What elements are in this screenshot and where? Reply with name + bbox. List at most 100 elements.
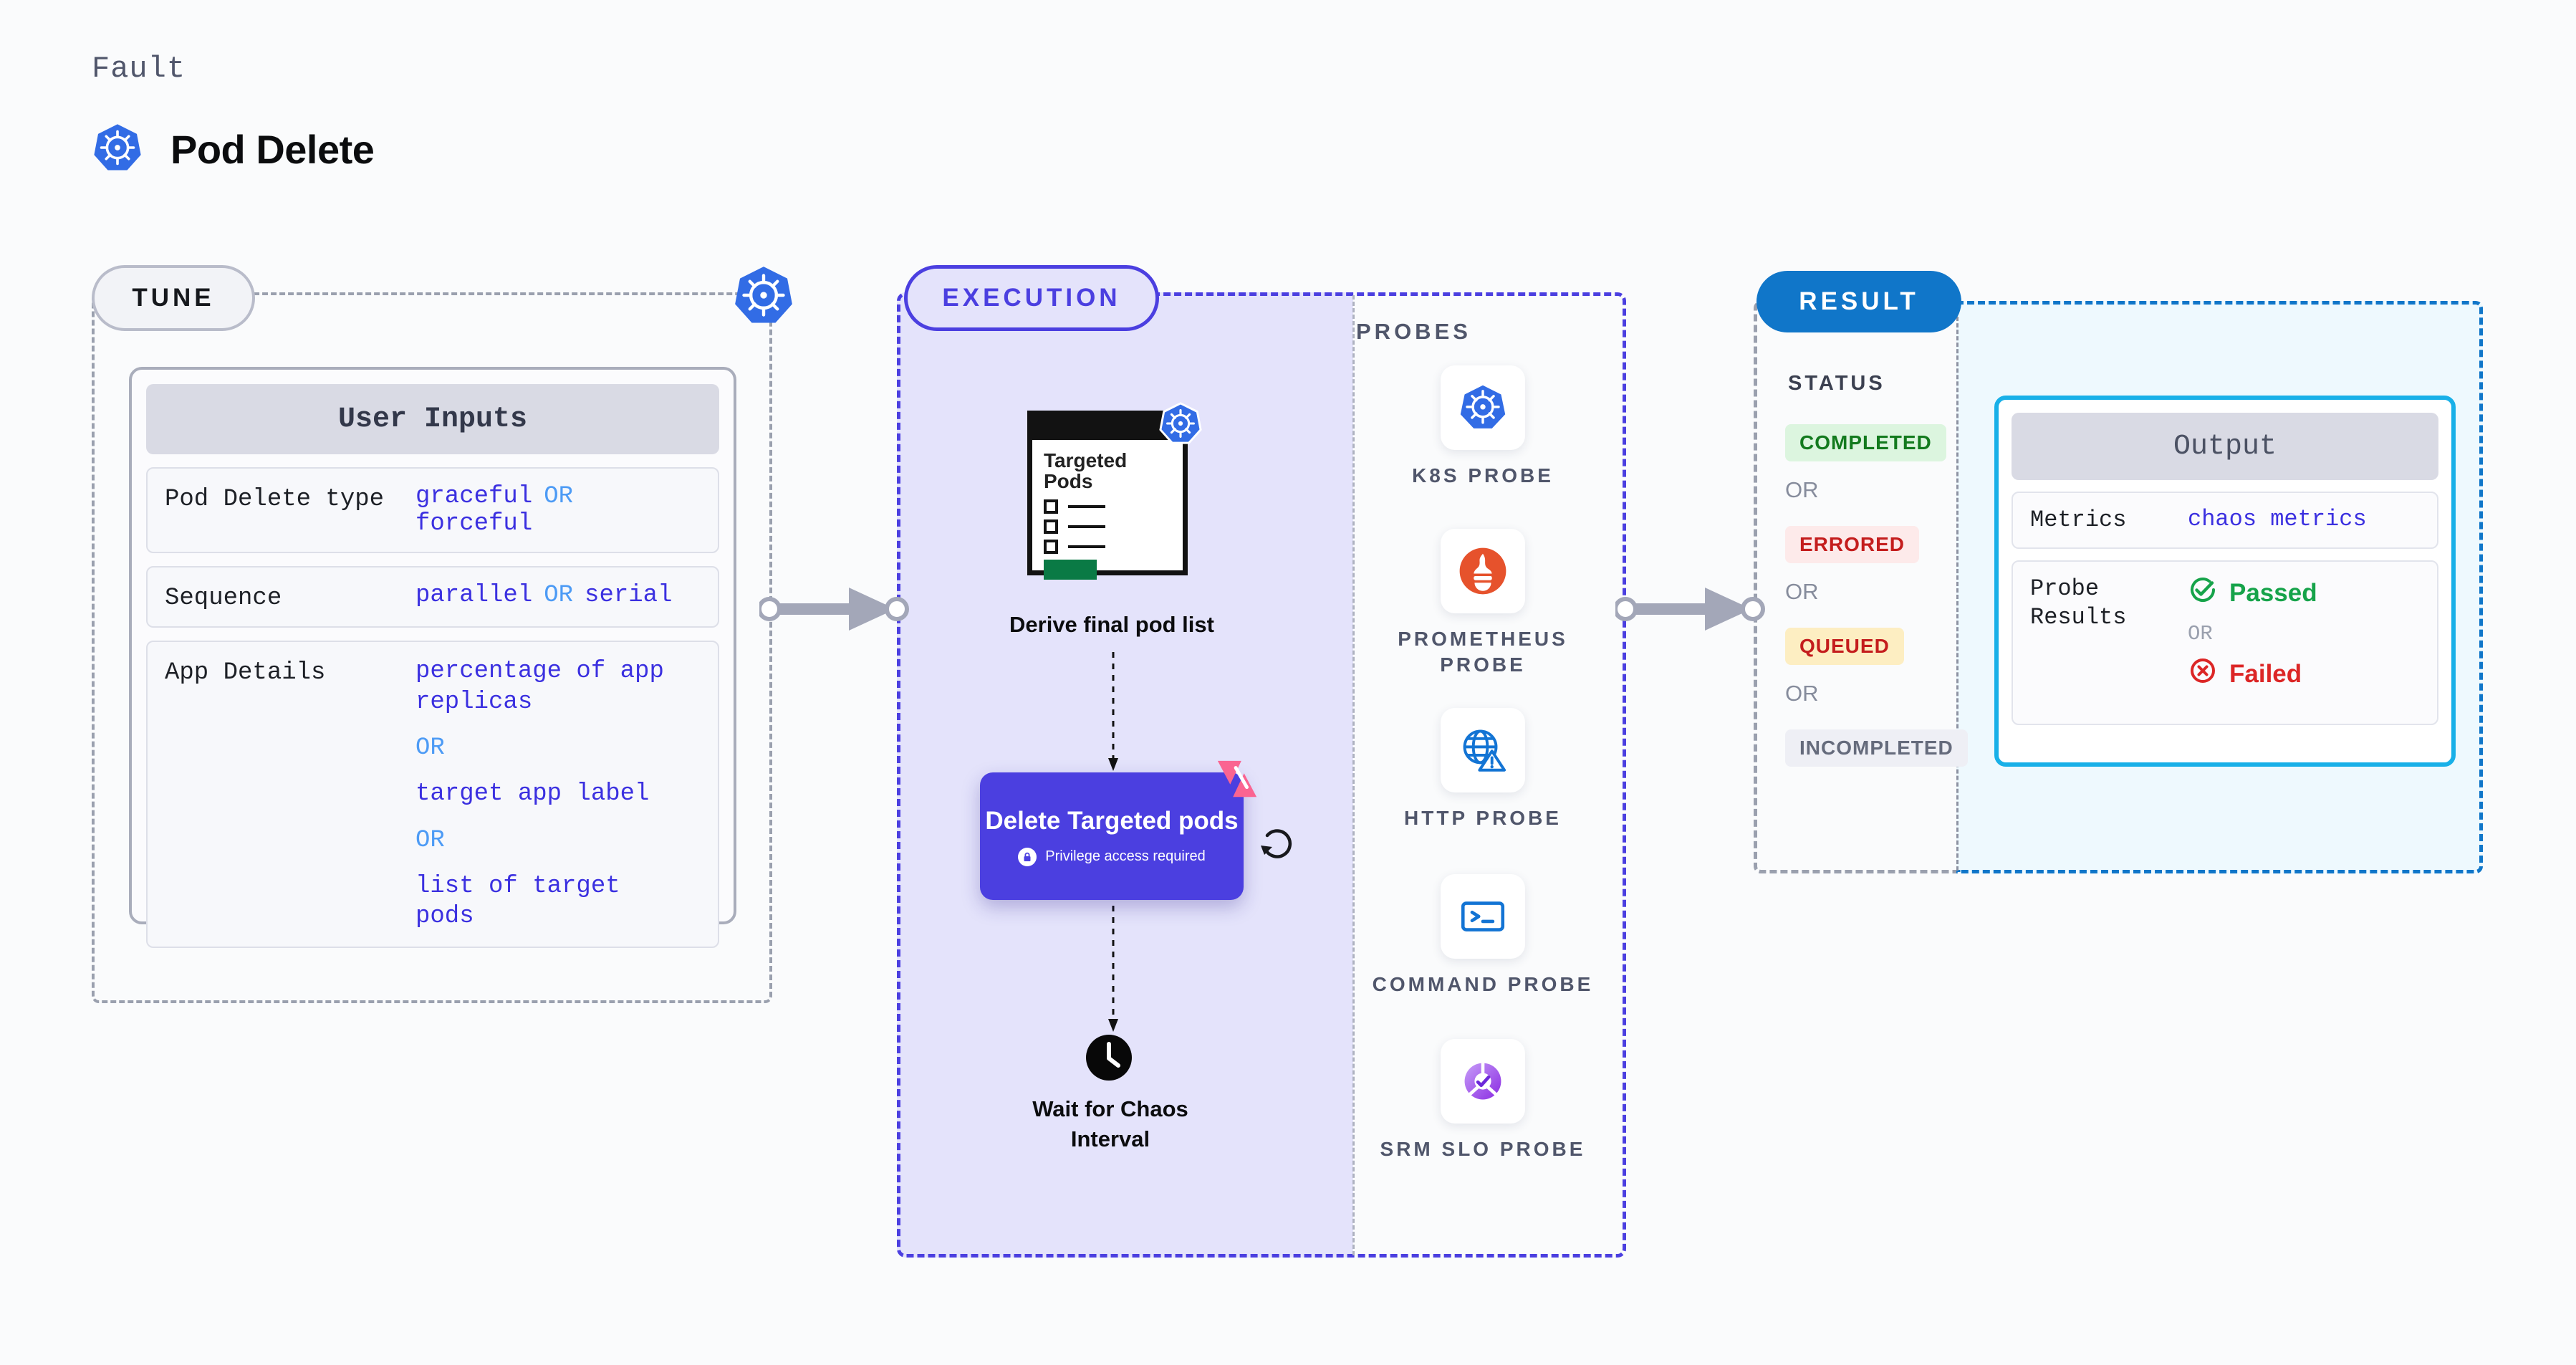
confirm-bar <box>1044 559 1097 580</box>
probe-item-command[interactable]: COMMAND PROBE <box>1365 874 1601 997</box>
card-titlebar <box>1032 416 1183 440</box>
kubernetes-icon <box>1158 401 1203 446</box>
input-label: Pod Delete type <box>165 486 385 513</box>
prometheus-icon <box>1441 529 1525 613</box>
input-value: target app label <box>415 780 650 808</box>
or-separator: OR <box>2188 622 2213 646</box>
privilege-note: Privilege access required <box>1018 847 1206 866</box>
pod-checkbox-list <box>1044 499 1171 554</box>
output-label: Probe Results <box>2030 575 2188 632</box>
placeholder-line <box>1068 525 1105 528</box>
litmus-chaos-icon <box>1215 757 1259 801</box>
input-value: list of target pods <box>415 872 620 931</box>
status-badge-queued: QUEUED <box>1785 628 1904 665</box>
input-values: parallel OR serial <box>415 582 672 609</box>
kubernetes-icon <box>1441 365 1525 450</box>
x-circle-icon <box>2188 656 2218 693</box>
input-value: forceful <box>415 510 533 537</box>
step-node-delete-targeted-pods[interactable]: Delete Targeted pods Privilege access re… <box>980 760 1257 900</box>
input-value: parallel <box>415 582 533 609</box>
status-section-title: STATUS <box>1788 372 1885 395</box>
clock-icon <box>1085 1034 1133 1081</box>
checkbox-icon <box>1044 519 1058 534</box>
list-item <box>1044 499 1171 514</box>
connector-execution-to-result <box>1615 588 1765 631</box>
probe-result-values: Passed OR Failed <box>2188 575 2317 693</box>
output-row-metrics[interactable]: Metrics chaos metrics <box>2012 492 2438 549</box>
placeholder-line <box>1068 545 1105 548</box>
targeted-pods-card: Targeted Pods <box>1027 402 1202 580</box>
flow-arrow-delete-to-wait <box>1108 906 1118 1032</box>
or-separator: OR <box>544 582 574 609</box>
targeted-pods-title-line1: Targeted <box>1044 449 1128 471</box>
status-badge-errored: ERRORED <box>1785 526 1920 563</box>
page-title: Pod Delete <box>170 127 375 172</box>
input-label: Sequence <box>165 585 282 612</box>
probe-results-label-line1: Probe <box>2030 575 2100 602</box>
or-separator: OR <box>415 826 445 854</box>
input-value: graceful <box>415 483 533 510</box>
result-badge[interactable]: RESULT <box>1756 271 1961 332</box>
input-row-app-details[interactable]: App Details percentage of app replicas O… <box>146 641 719 948</box>
probe-item-http[interactable]: HTTP PROBE <box>1365 708 1601 831</box>
input-row-pod-delete-type[interactable]: Pod Delete type graceful OR forceful <box>146 467 719 553</box>
step-caption-wait-line1: Wait for Chaos <box>1032 1096 1188 1121</box>
step-caption-wait-line2: Interval <box>1070 1126 1150 1151</box>
probe-label: HTTP PROBE <box>1404 807 1562 829</box>
probe-label: K8S PROBE <box>1412 464 1554 487</box>
srm-slo-donut-icon <box>1441 1039 1525 1124</box>
probe-label: PROMETHEUS PROBE <box>1398 628 1568 676</box>
execution-badge[interactable]: EXECUTION <box>904 265 1159 331</box>
step-caption-delete-targeted-pods: Delete Targeted pods <box>985 807 1239 835</box>
terminal-icon <box>1441 874 1525 959</box>
fault-eyebrow-label: Fault <box>92 52 186 86</box>
list-item <box>1044 519 1171 534</box>
step-caption-derive-pod-list: Derive final pod list <box>1009 612 1214 637</box>
kubernetes-icon <box>732 264 795 327</box>
user-inputs-card: User Inputs Pod Delete type graceful OR … <box>129 367 736 948</box>
or-separator: OR <box>1785 477 1819 502</box>
checkbox-icon <box>1044 499 1058 514</box>
privilege-note-text: Privilege access required <box>1045 848 1206 865</box>
http-globe-warning-icon <box>1441 708 1525 792</box>
probe-item-k8s[interactable]: K8S PROBE <box>1365 365 1601 489</box>
input-value: percentage of app replicas <box>415 658 664 716</box>
probe-results-label-line2: Results <box>2030 604 2127 631</box>
input-row-sequence[interactable]: Sequence parallel OR serial <box>146 566 719 628</box>
placeholder-line <box>1068 504 1105 508</box>
probe-item-srm-slo[interactable]: SRM SLO PROBE <box>1365 1039 1601 1162</box>
card-body: Targeted Pods <box>1032 440 1183 580</box>
or-separator: OR <box>1785 579 1819 604</box>
probes-section-title: PROBES <box>1356 319 1471 344</box>
output-label: Metrics <box>2030 507 2127 533</box>
flow-arrow-derive-to-delete <box>1108 652 1118 771</box>
input-value: serial <box>585 582 673 609</box>
or-separator: OR <box>415 734 445 762</box>
user-inputs-title: User Inputs <box>146 384 719 454</box>
refresh-icon[interactable] <box>1256 823 1297 863</box>
connector-tune-to-execution <box>759 588 909 631</box>
check-circle-icon <box>2188 575 2218 612</box>
output-row-probe-results[interactable]: Probe Results Passed OR <box>2012 560 2438 725</box>
tune-badge[interactable]: TUNE <box>92 265 255 331</box>
output-card: Output Metrics chaos metrics Probe Resul… <box>1994 396 2456 767</box>
probe-label: SRM SLO PROBE <box>1380 1138 1586 1160</box>
list-item <box>1044 539 1171 554</box>
output-value: chaos metrics <box>2188 506 2367 532</box>
targeted-pods-title-line2: Pods <box>1044 470 1093 493</box>
probe-item-prometheus[interactable]: PROMETHEUS PROBE <box>1365 529 1601 678</box>
lock-icon <box>1018 847 1037 866</box>
probe-passed-label: Passed <box>2229 579 2317 607</box>
status-badge-completed: COMPLETED <box>1785 424 1946 461</box>
fault-title-row: Pod Delete <box>92 122 375 177</box>
status-panel <box>1754 301 1957 873</box>
status-output-divider <box>1956 304 1959 871</box>
output-title: Output <box>2012 413 2438 480</box>
input-label: App Details <box>165 659 326 686</box>
checkbox-icon <box>1044 539 1058 554</box>
probe-label: COMMAND PROBE <box>1372 973 1594 995</box>
input-values: graceful OR forceful <box>415 483 701 537</box>
kubernetes-icon <box>92 122 143 177</box>
tune-panel <box>92 292 772 1003</box>
